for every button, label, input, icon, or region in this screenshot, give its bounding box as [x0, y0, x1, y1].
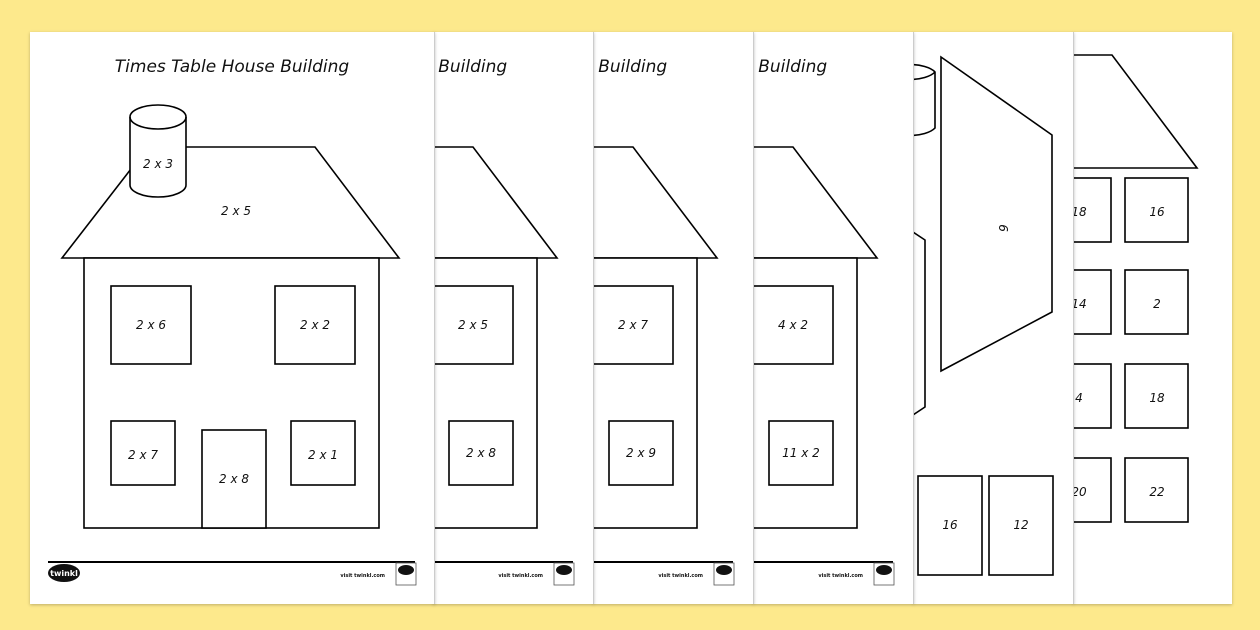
- svg-text:4: 4: [1075, 391, 1083, 405]
- answer-card: [1124, 269, 1189, 335]
- page-title: Times Table House Building: [753, 57, 827, 77]
- svg-text:2: 2: [1153, 297, 1161, 311]
- svg-text:2 x 8: 2 x 8: [219, 472, 249, 486]
- side-piece: [913, 231, 926, 416]
- svg-text:2 x 9: 2 x 9: [626, 446, 656, 460]
- window: [433, 285, 514, 365]
- chimney-label: 2 x 3: [143, 157, 173, 171]
- window: [593, 285, 674, 365]
- worksheet-page-3[interactable]: Times Table House Building 2 x 7 2 x 9 v…: [593, 32, 754, 604]
- window: [448, 420, 514, 486]
- roof-label: 2 x 5: [221, 204, 251, 218]
- svg-text:16: 16: [942, 518, 958, 532]
- worksheet-page-answers[interactable]: 18 16 14 2 4 18 20 22: [1073, 32, 1232, 604]
- window: [768, 420, 834, 486]
- svg-text:2 x 2: 2 x 2: [300, 318, 330, 332]
- house-drawing: Times Table House Building 2 x 5 2 x 3 2…: [48, 57, 417, 586]
- chimney: [129, 104, 187, 198]
- svg-text:16: 16: [1149, 205, 1165, 219]
- worksheet-page-4[interactable]: Times Table House Building 4 x 2 11 x 2 …: [753, 32, 914, 604]
- svg-text:2 x 7: 2 x 7: [618, 318, 648, 332]
- svg-text:22: 22: [1149, 485, 1164, 499]
- svg-text:twinkl: twinkl: [50, 569, 78, 578]
- chimney-piece: [913, 63, 936, 137]
- answer-card: [1124, 363, 1189, 429]
- door-card: [917, 475, 983, 576]
- cutout-sheet-drawing: 6 16 12: [913, 55, 1054, 576]
- svg-text:2 x 8: 2 x 8: [466, 446, 496, 460]
- window: [608, 420, 674, 486]
- roof: [60, 146, 401, 259]
- svg-text:14: 14: [1073, 297, 1087, 311]
- door-card: [988, 475, 1054, 576]
- svg-text:18: 18: [1073, 205, 1087, 219]
- svg-text:2 x 5: 2 x 5: [458, 318, 488, 332]
- answer-card: [1073, 177, 1112, 243]
- svg-text:2 x 6: 2 x 6: [136, 318, 166, 332]
- worksheet-page-cutouts[interactable]: 6 16 12: [913, 32, 1074, 604]
- house-drawing: Times Table House Building 4 x 2 11 x 2 …: [753, 57, 895, 586]
- svg-text:visit twinkl.com: visit twinkl.com: [498, 573, 543, 579]
- footer-link: visit twinkl.com: [340, 573, 385, 579]
- svg-text:visit twinkl.com: visit twinkl.com: [818, 573, 863, 579]
- twinkl-logo: twinkl: [48, 564, 80, 582]
- window: [290, 420, 356, 486]
- svg-text:2 x 1: 2 x 1: [308, 448, 338, 462]
- answer-sheet-drawing: 18 16 14 2 4 18 20 22: [1073, 54, 1199, 523]
- svg-text:6: 6: [996, 224, 1010, 232]
- house-drawing: Times Table House Building 2 x 7 2 x 9 v…: [593, 57, 735, 586]
- answer-cards: 18 16 14 2 4 18 20 22: [1073, 177, 1189, 523]
- window: [753, 285, 834, 365]
- door: [201, 429, 267, 529]
- window: [110, 420, 176, 486]
- svg-text:20: 20: [1073, 485, 1087, 499]
- worksheet-page-2[interactable]: Times Table House Building 2 x 5 2 x 8 v…: [433, 32, 594, 604]
- window: [110, 285, 192, 365]
- roof-piece: [940, 55, 1053, 373]
- worksheet-page-1[interactable]: Times Table House Building 2 x 5 2 x 3 2…: [30, 32, 435, 604]
- answer-card: [1073, 363, 1112, 429]
- answer-card: [1124, 177, 1189, 243]
- house-drawing: Times Table House Building 2 x 5 2 x 8 v…: [433, 57, 575, 586]
- svg-text:4 x 2: 4 x 2: [778, 318, 808, 332]
- window: [274, 285, 356, 365]
- svg-text:18: 18: [1149, 391, 1165, 405]
- svg-text:2 x 7: 2 x 7: [128, 448, 158, 462]
- answer-card: [1073, 457, 1112, 523]
- answer-card: [1124, 457, 1189, 523]
- page-title: Times Table House Building: [433, 57, 507, 77]
- page-title: Times Table House Building: [115, 57, 350, 77]
- svg-text:11 x 2: 11 x 2: [782, 446, 820, 460]
- page-title: Times Table House Building: [593, 57, 667, 77]
- svg-text:visit twinkl.com: visit twinkl.com: [658, 573, 703, 579]
- roof-piece: [1073, 54, 1199, 169]
- answer-card: [1073, 269, 1112, 335]
- svg-text:12: 12: [1013, 518, 1028, 532]
